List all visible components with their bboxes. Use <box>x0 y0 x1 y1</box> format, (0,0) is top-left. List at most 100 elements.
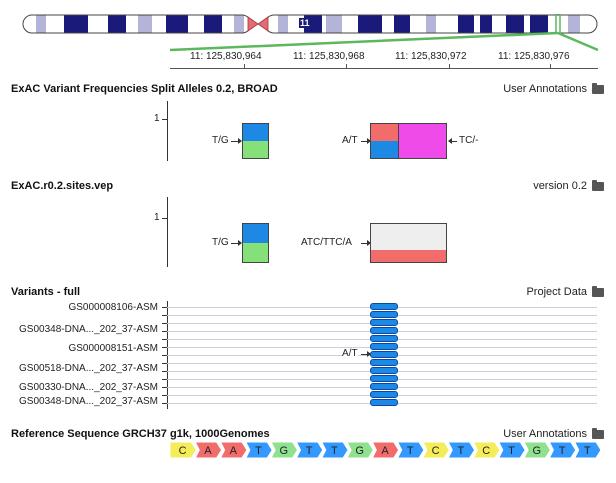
sample-tick <box>162 387 167 388</box>
track-title-reference[interactable]: Reference Sequence GRCH37 g1k, 1000Genom… <box>11 428 270 440</box>
reference-base-letter: G <box>280 445 289 457</box>
variant-allele-box[interactable] <box>242 223 269 263</box>
sample-variant[interactable] <box>370 343 398 350</box>
track-title-variants-full[interactable]: Variants - full <box>11 286 81 298</box>
variant-arrow <box>231 243 239 244</box>
folder-icon[interactable] <box>592 427 604 439</box>
reference-base: C <box>422 441 450 459</box>
reference-base-letter: T <box>584 445 591 457</box>
allele-segment-alt <box>371 249 446 262</box>
allele-segment-alt <box>243 224 268 243</box>
sample-tick <box>162 307 167 308</box>
reference-base: T <box>573 441 600 459</box>
allele-segment-alt <box>243 124 268 141</box>
variant-arrow <box>451 141 457 142</box>
ruler-tick <box>244 64 245 68</box>
reference-base-letter: C <box>432 445 440 457</box>
variant-allele-box[interactable] <box>370 223 447 263</box>
sample-variant[interactable] <box>370 359 398 366</box>
ideogram-svg <box>22 14 598 34</box>
reference-base-letter: A <box>230 445 238 457</box>
variant-arrow <box>361 354 368 355</box>
variant-allele-box[interactable] <box>242 123 269 159</box>
arrow-right-icon <box>238 240 242 246</box>
sample-tick <box>162 331 167 332</box>
folder-icon[interactable] <box>592 179 604 191</box>
sample-label[interactable]: GS00518-DNA..._202_37-ASM <box>19 363 158 374</box>
sample-variant[interactable] <box>370 335 398 342</box>
sample-variant[interactable] <box>370 303 398 310</box>
y-axis <box>167 101 168 161</box>
variant-label: A/T <box>342 135 358 146</box>
ruler-tick <box>449 64 450 68</box>
sample-variant[interactable] <box>370 367 398 374</box>
allele-segment-ref <box>371 224 446 250</box>
variant-arrow <box>231 141 239 142</box>
sample-tick <box>162 371 167 372</box>
chromosome-ideogram[interactable]: 11 <box>22 14 598 34</box>
sample-variant[interactable] <box>370 399 398 406</box>
reference-base: T <box>396 441 425 459</box>
sample-variant[interactable] <box>370 319 398 326</box>
position-ruler: 11: 125,830,964 11: 125,830,968 11: 125,… <box>0 50 616 72</box>
track-title-exac-vep[interactable]: ExAC.r0.2.sites.vep <box>11 180 114 192</box>
allele-segment-deletion <box>398 124 446 158</box>
reference-base-letter: T <box>306 445 313 457</box>
sample-tick <box>162 315 167 316</box>
variant-label: A/T <box>342 348 358 359</box>
track-menu-variants-full[interactable]: Project Data <box>526 285 604 298</box>
track-source-label: User Annotations <box>503 83 587 95</box>
reference-base: T <box>295 441 324 459</box>
sample-label[interactable]: GS000008106-ASM <box>68 302 158 313</box>
allele-segment-ref <box>243 243 268 262</box>
y-axis-label: 1 <box>154 113 160 124</box>
sample-tick <box>162 347 167 348</box>
folder-icon[interactable] <box>592 285 604 297</box>
reference-base-letter: C <box>179 445 187 457</box>
y-axis-label: 1 <box>154 212 160 223</box>
arrow-right-icon <box>367 138 371 144</box>
allele-segment-alt <box>371 124 398 141</box>
sample-variant[interactable] <box>370 327 398 334</box>
variant-label: TC/- <box>459 135 479 146</box>
reference-base: A <box>194 441 223 459</box>
sample-tick <box>162 339 167 340</box>
sample-variant[interactable] <box>370 351 398 358</box>
sample-variant[interactable] <box>370 383 398 390</box>
reference-base: T <box>245 441 273 459</box>
sample-label[interactable]: GS00330-DNA..._202_37-ASM <box>19 382 158 393</box>
reference-base: G <box>523 441 552 459</box>
y-axis-tick <box>162 119 167 120</box>
variant-allele-box[interactable] <box>370 123 447 159</box>
sample-label[interactable]: GS00348-DNA..._202_37-ASM <box>19 324 158 335</box>
sample-variant[interactable] <box>370 311 398 318</box>
reference-base: T <box>498 441 526 459</box>
sample-label[interactable]: GS000008151-ASM <box>68 343 158 354</box>
track-title-exac-split[interactable]: ExAC Variant Frequencies Split Alleles 0… <box>11 83 278 95</box>
track-menu-exac-vep[interactable]: version 0.2 <box>533 179 604 192</box>
sample-tick <box>162 323 167 324</box>
reference-base: G <box>346 441 374 459</box>
track-source-label: Project Data <box>526 286 587 298</box>
sample-variant[interactable] <box>370 375 398 382</box>
y-axis <box>167 197 168 267</box>
sample-variant[interactable] <box>370 391 398 398</box>
variant-label: ATC/TTC/A <box>301 237 352 248</box>
ruler-line <box>170 68 598 69</box>
folder-icon[interactable] <box>592 82 604 94</box>
ruler-tick-label: 11: 125,830,976 <box>498 51 570 62</box>
arrow-right-icon <box>367 240 371 246</box>
ruler-tick-label: 11: 125,830,972 <box>395 51 467 62</box>
sample-label[interactable]: GS00348-DNA..._202_37-ASM <box>19 396 158 407</box>
track-menu-exac-split[interactable]: User Annotations <box>503 82 604 95</box>
allele-segment-ref <box>243 141 268 158</box>
reference-base-letter: T <box>407 445 414 457</box>
reference-base-letter: G <box>355 445 364 457</box>
reference-base-letter: A <box>204 445 212 457</box>
reference-base: C <box>170 441 197 459</box>
sample-tick <box>162 403 167 404</box>
arrow-right-icon <box>238 138 242 144</box>
ruler-tick <box>346 64 347 68</box>
track-menu-reference[interactable]: User Annotations <box>503 427 604 440</box>
